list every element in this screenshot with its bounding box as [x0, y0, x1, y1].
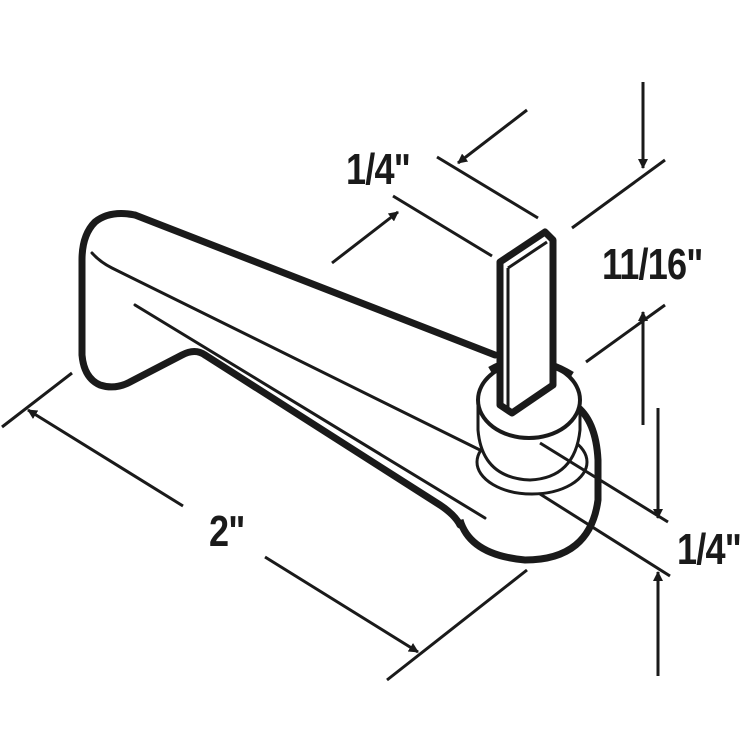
stem-width-label: 1/4"	[346, 145, 411, 194]
stem-height-label: 11/16"	[602, 240, 703, 289]
dim-stem-height	[571, 82, 666, 425]
handle-length-label: 2"	[209, 507, 245, 556]
handle-body	[78, 210, 499, 529]
hub-height-label: 1/4"	[677, 525, 742, 574]
dim-stem-width	[331, 108, 539, 265]
dim-handle-length	[1, 371, 528, 682]
spline-stem	[496, 228, 557, 417]
dim-hub-height	[539, 408, 671, 676]
